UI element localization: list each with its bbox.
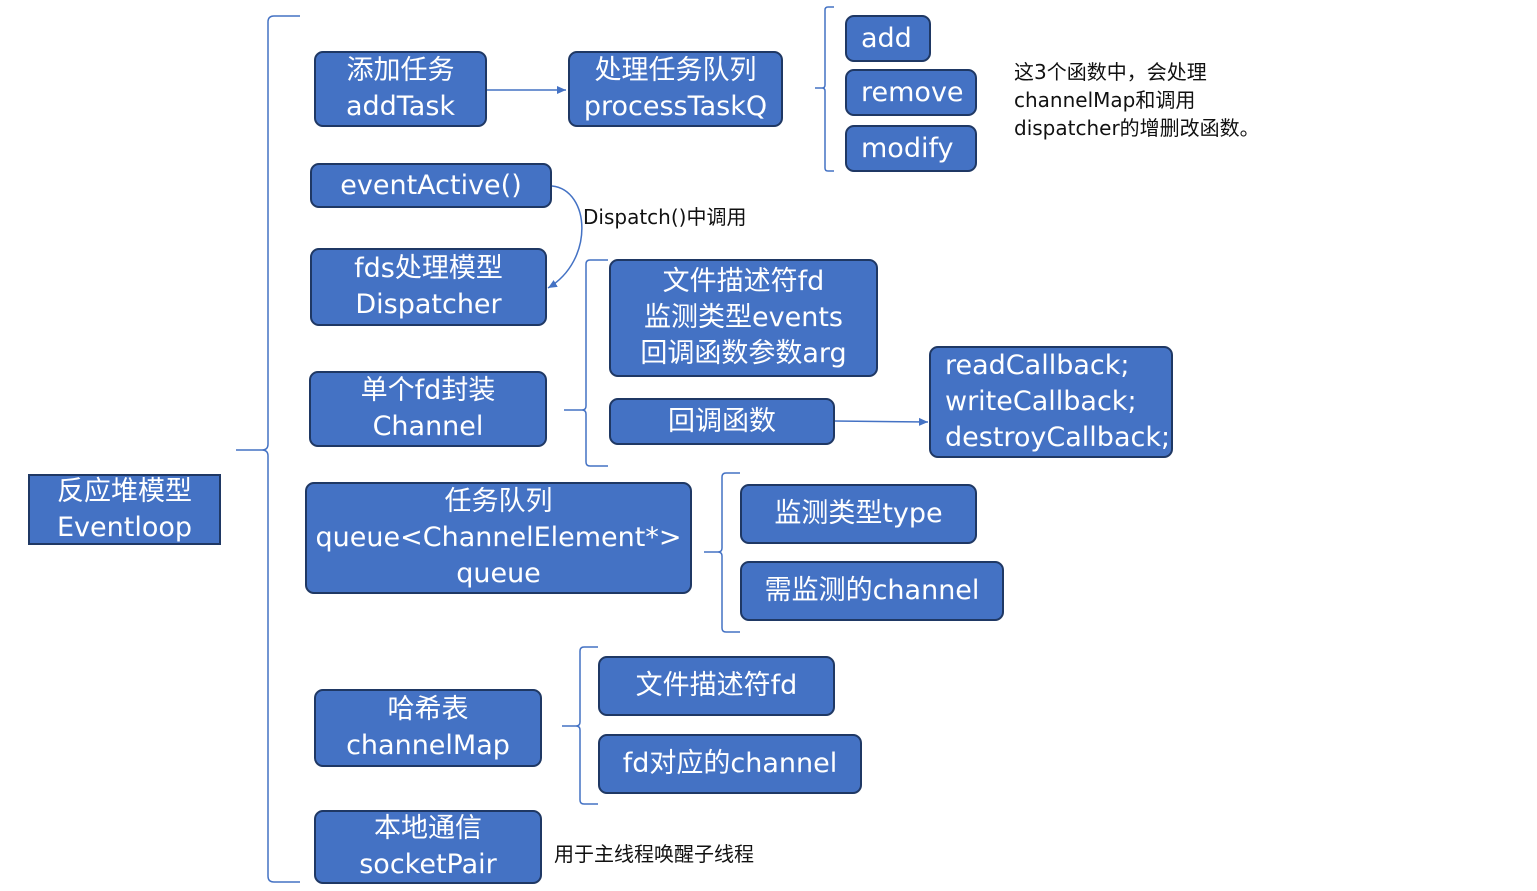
arrow-eventactive-dispatcher xyxy=(547,185,583,289)
funcs-note-line-2: channelMap和调用 xyxy=(1014,88,1196,112)
funcs-brace xyxy=(815,6,834,172)
socket-note: 用于主线程唤醒子线程 xyxy=(554,842,754,866)
add-label: add xyxy=(861,22,912,54)
hash-fd-node: 文件描述符fd xyxy=(598,656,835,716)
write-callback: writeCallback; xyxy=(945,386,1137,417)
dispatcher-node: fds处理模型 Dispatcher xyxy=(310,248,547,326)
channel-info-arg: 回调函数参数arg xyxy=(640,338,847,369)
hash-table-node: 哈希表 channelMap xyxy=(314,689,542,767)
queue-brace xyxy=(704,472,740,633)
process-task-q-node: 处理任务队列 processTaskQ xyxy=(568,51,783,127)
add-task-title: 添加任务 xyxy=(346,55,455,86)
channel-brace xyxy=(564,259,608,467)
funcs-note-line-3: dispatcher的增删改函数。 xyxy=(1014,116,1260,140)
local-comm-title: 本地通信 xyxy=(374,813,482,844)
watch-channel-label: 需监测的channel xyxy=(764,575,980,606)
callback-list-node: readCallback; writeCallback; destroyCall… xyxy=(929,346,1173,458)
hash-channel-label: fd对应的channel xyxy=(622,748,838,779)
eventloop-subtitle: Eventloop xyxy=(56,511,193,543)
hash-fd-label: 文件描述符fd xyxy=(635,670,798,701)
modify-node: modify xyxy=(845,125,977,172)
callback-label: 回调函数 xyxy=(668,405,776,437)
watch-type-label: 监测类型type xyxy=(774,498,943,529)
event-active-label: eventActive() xyxy=(340,169,522,201)
destroy-callback: destroyCallback; xyxy=(945,422,1171,453)
channel-info-events: 监测类型events xyxy=(644,302,843,333)
task-queue-title: 任务队列 xyxy=(444,486,553,517)
watch-type-node: 监测类型type xyxy=(740,484,977,544)
hash-channel-node: fd对应的channel xyxy=(598,734,862,794)
add-task-subtitle: addTask xyxy=(345,91,456,122)
hash-table-title: 哈希表 xyxy=(387,694,469,725)
channel-info-node: 文件描述符fd 监测类型events 回调函数参数arg xyxy=(609,259,878,377)
hash-table-subtitle: channelMap xyxy=(346,730,510,761)
channel-info-fd: 文件描述符fd xyxy=(662,266,825,297)
dispatcher-title: fds处理模型 xyxy=(354,253,503,284)
funcs-note: 这3个函数中，会处理 channelMap和调用 dispatcher的增删改函… xyxy=(1014,58,1260,142)
funcs-note-line-1: 这3个函数中，会处理 xyxy=(1014,60,1207,84)
add-task-node: 添加任务 addTask xyxy=(314,51,487,127)
dispatcher-subtitle: Dispatcher xyxy=(355,289,502,320)
local-comm-node: 本地通信 socketPair xyxy=(314,810,542,884)
watch-channel-node: 需监测的channel xyxy=(740,561,1004,621)
task-queue-node: 任务队列 queue<ChannelElement*> queue xyxy=(305,482,692,594)
local-comm-subtitle: socketPair xyxy=(359,849,497,880)
task-queue-type: queue<ChannelElement*> xyxy=(315,522,682,553)
channel-node: 单个fd封装 Channel xyxy=(309,371,547,447)
arrow-callback-list xyxy=(833,417,929,426)
callback-node: 回调函数 xyxy=(609,398,835,445)
remove-node: remove xyxy=(845,69,977,116)
event-active-node: eventActive() xyxy=(310,163,552,208)
add-node: add xyxy=(845,15,931,62)
dispatch-note: Dispatch()中调用 xyxy=(583,205,747,229)
task-queue-name: queue xyxy=(456,558,541,589)
eventloop-node: 反应堆模型 Eventloop xyxy=(28,474,221,545)
process-task-q-title: 处理任务队列 xyxy=(594,55,757,86)
modify-label: modify xyxy=(861,132,954,164)
channel-title: 单个fd封装 xyxy=(360,375,496,406)
read-callback: readCallback; xyxy=(945,350,1130,381)
channel-subtitle: Channel xyxy=(372,411,484,442)
remove-label: remove xyxy=(861,76,964,108)
process-task-q-subtitle: processTaskQ xyxy=(583,91,768,122)
main-brace xyxy=(236,15,300,883)
hash-brace xyxy=(562,646,598,805)
eventloop-title: 反应堆模型 xyxy=(57,475,192,507)
